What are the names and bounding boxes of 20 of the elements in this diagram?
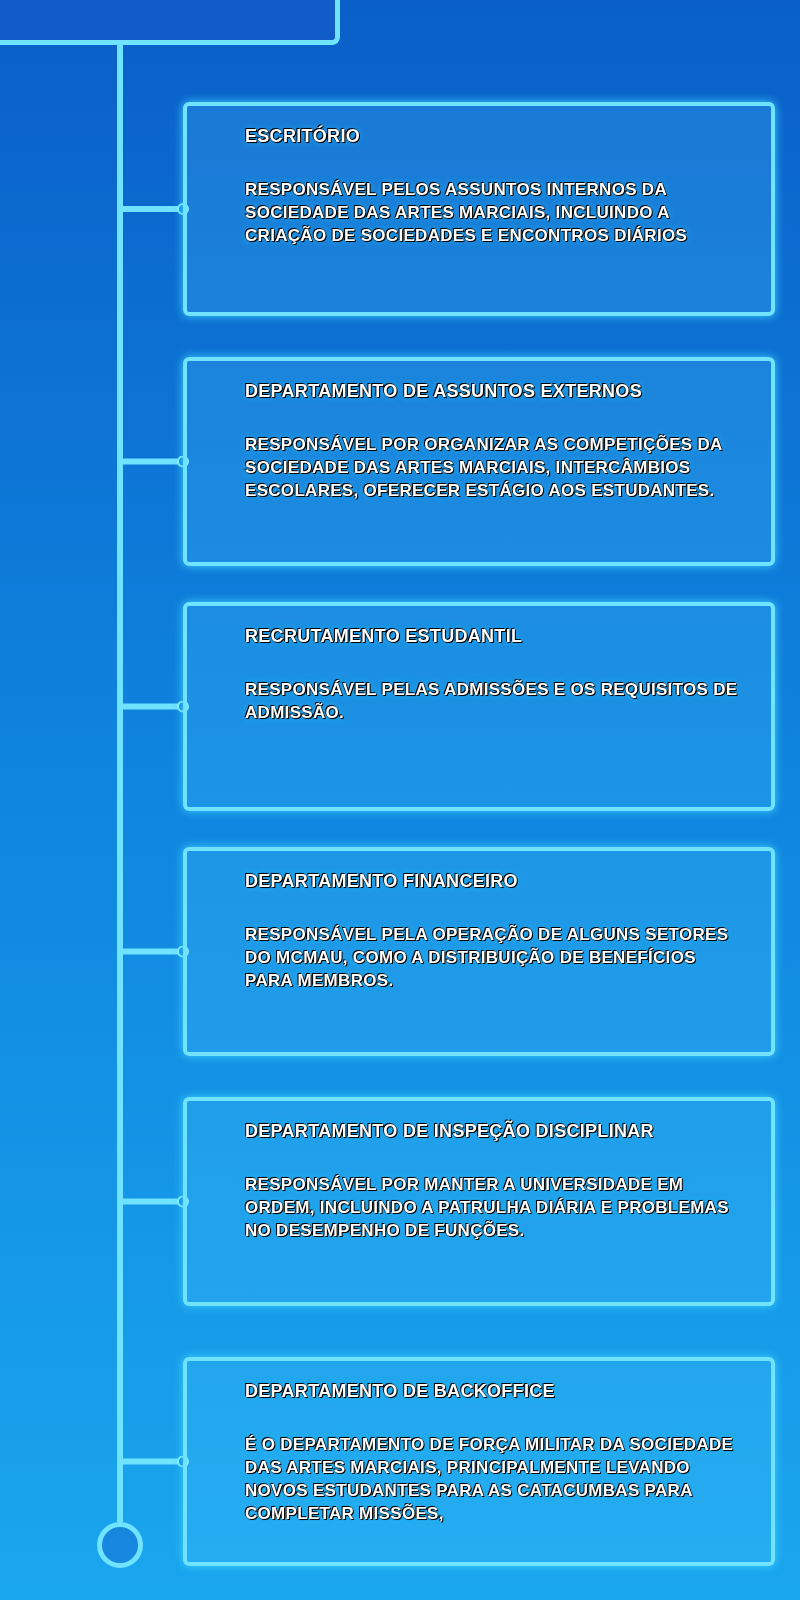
department-heading: RECRUTAMENTO ESTUDANTIL	[245, 626, 524, 647]
end-circle	[97, 1522, 143, 1568]
department-card	[183, 102, 775, 316]
department-heading: DEPARTAMENTO DE BACKOFFICE	[245, 1381, 556, 1402]
department-description: RESPONSÁVEL POR MANTER A UNIVERSIDADE EM ORDEM, INCLUINDO A PATRULHA DIÁRIA E PROBLEMAS NO DESEMPENHO DE FUNÇÕES.	[245, 1174, 730, 1242]
department-card	[183, 602, 775, 811]
department-description: É O DEPARTAMENTO DE FORÇA MILITAR DA SOCIEDADE DAS ARTES MARCIAIS, PRINCIPALMENTE LEVANDO NOVOS ESTUDANTES PARA AS CATACUMBAS PARA COMPLETAR MISSÕES,	[245, 1434, 735, 1525]
department-description: RESPONSÁVEL PELAS ADMISSÕES E OS REQUISITOS DE ADMISSÃO.	[245, 679, 739, 724]
department-description: RESPONSÁVEL PELOS ASSUNTOS INTERNOS DA SOCIEDADE DAS ARTES MARCIAIS, INCLUINDO A CRIAÇÃO DE SOCIEDADES E ENCONTROS DIÁRIOS	[245, 179, 689, 247]
department-card	[183, 357, 775, 566]
department-heading: DEPARTAMENTO FINANCEIRO	[245, 871, 519, 892]
department-heading: ESCRITÓRIO	[245, 126, 361, 147]
department-description: RESPONSÁVEL POR ORGANIZAR AS COMPETIÇÕES DA SOCIEDADE DAS ARTES MARCIAIS, INTERCÂMBIOS ESCOLARES, OFERECER ESTÁGIO AOS ESTUDANTES.	[245, 434, 723, 502]
department-card	[183, 1097, 775, 1306]
department-card	[183, 847, 775, 1056]
department-description: RESPONSÁVEL PELA OPERAÇÃO DE ALGUNS SETORES DO MCMAU, COMO A DISTRIBUIÇÃO DE BENEFÍCIOS PARA MEMBROS.	[245, 924, 730, 992]
frame-box	[0, 0, 340, 45]
department-card	[183, 1357, 775, 1566]
department-heading: DEPARTAMENTO DE INSPEÇÃO DISCIPLINAR	[245, 1121, 655, 1142]
department-heading: DEPARTAMENTO DE ASSUNTOS EXTERNOS	[245, 381, 643, 402]
